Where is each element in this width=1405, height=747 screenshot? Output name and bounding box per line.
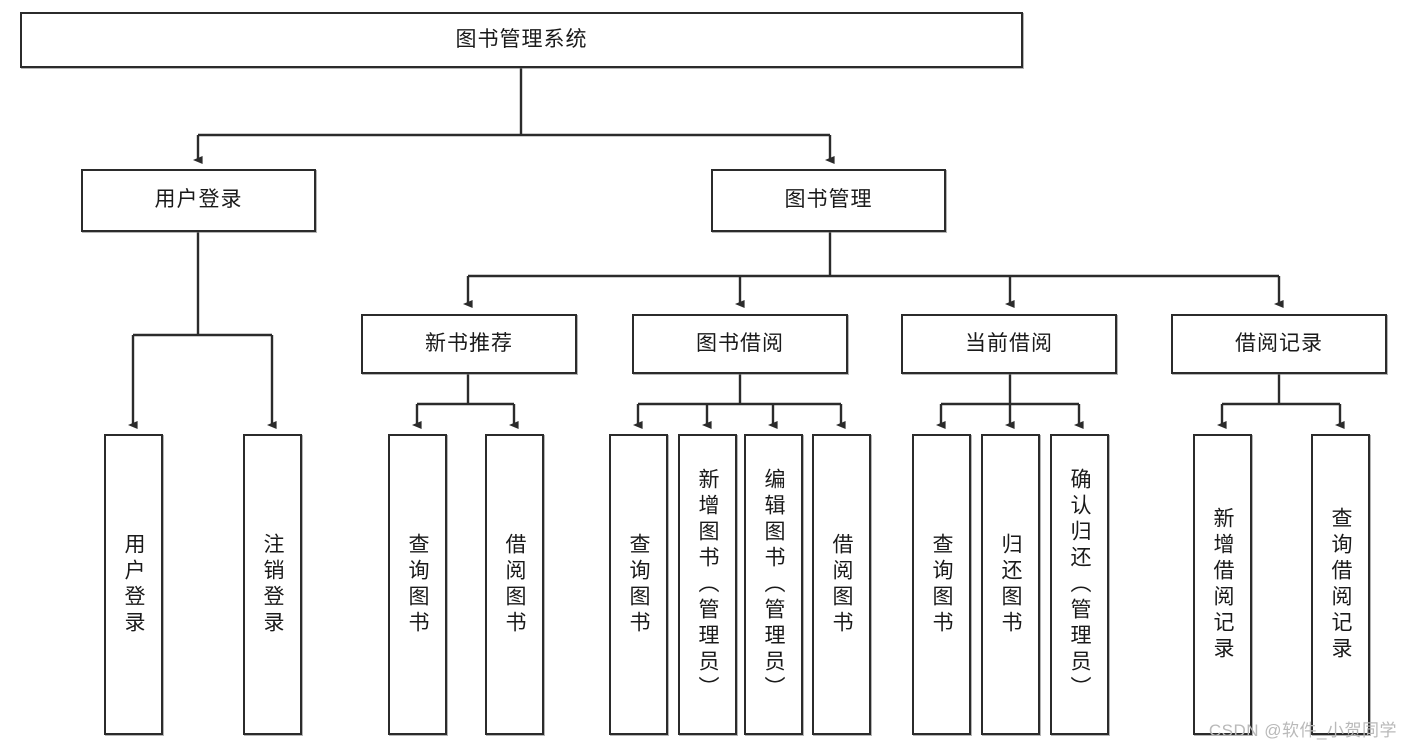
node-book-borrow-label: 图书借阅 [696, 331, 784, 355]
watermark: CSDN @软件_小贺同学 [1208, 721, 1397, 740]
leaf-user-login-signout[interactable]: 注销登录 [243, 434, 302, 735]
leaf-borrow-edit-book[interactable]: 编辑图书（管理员） [744, 434, 803, 735]
leaf-current-confirm-return[interactable]: 确认归还（管理员） [1050, 434, 1109, 735]
leaf-new-book-query-label: 查询图书 [406, 532, 429, 637]
leaf-borrow-borrow-book[interactable]: 借阅图书 [812, 434, 871, 735]
leaf-current-query-book[interactable]: 查询图书 [912, 434, 971, 735]
leaf-record-query[interactable]: 查询借阅记录 [1311, 434, 1370, 735]
node-book-management-label: 图书管理 [784, 188, 873, 212]
leaf-current-query-book-label: 查询图书 [930, 532, 953, 637]
leaf-borrow-borrow-book-label: 借阅图书 [830, 532, 853, 637]
leaf-user-login-signout-label: 注销登录 [261, 532, 284, 637]
leaf-current-confirm-return-label: 确认归还（管理员） [1068, 467, 1091, 702]
leaf-new-book-borrow-label: 借阅图书 [503, 532, 526, 637]
leaf-record-add-label: 新增借阅记录 [1211, 506, 1234, 663]
node-root-label: 图书管理系统 [455, 27, 588, 51]
node-new-book-recommendation[interactable]: 新书推荐 [361, 314, 577, 374]
leaf-user-login-signin[interactable]: 用户登录 [104, 434, 163, 735]
node-new-book-recommendation-label: 新书推荐 [425, 331, 513, 355]
node-borrow-record-label: 借阅记录 [1235, 331, 1323, 355]
node-user-login[interactable]: 用户登录 [81, 169, 316, 232]
node-book-borrow[interactable]: 图书借阅 [632, 314, 848, 374]
leaf-record-query-label: 查询借阅记录 [1329, 506, 1352, 663]
leaf-borrow-query-book[interactable]: 查询图书 [609, 434, 668, 735]
node-user-login-label: 用户登录 [154, 188, 243, 212]
leaf-user-login-signin-label: 用户登录 [122, 532, 145, 637]
leaf-borrow-add-book[interactable]: 新增图书（管理员） [678, 434, 737, 735]
leaf-record-add[interactable]: 新增借阅记录 [1193, 434, 1252, 735]
node-book-management[interactable]: 图书管理 [711, 169, 946, 232]
leaf-new-book-query[interactable]: 查询图书 [388, 434, 447, 735]
node-root[interactable]: 图书管理系统 [20, 12, 1023, 68]
node-current-borrow[interactable]: 当前借阅 [901, 314, 1117, 374]
leaf-current-return-book-label: 归还图书 [999, 532, 1022, 637]
leaf-new-book-borrow[interactable]: 借阅图书 [485, 434, 544, 735]
leaf-borrow-add-book-label: 新增图书（管理员） [696, 467, 719, 702]
node-current-borrow-label: 当前借阅 [965, 331, 1053, 355]
leaf-borrow-query-book-label: 查询图书 [627, 532, 650, 637]
leaf-current-return-book[interactable]: 归还图书 [981, 434, 1040, 735]
leaf-borrow-edit-book-label: 编辑图书（管理员） [762, 467, 785, 702]
node-borrow-record[interactable]: 借阅记录 [1171, 314, 1387, 374]
